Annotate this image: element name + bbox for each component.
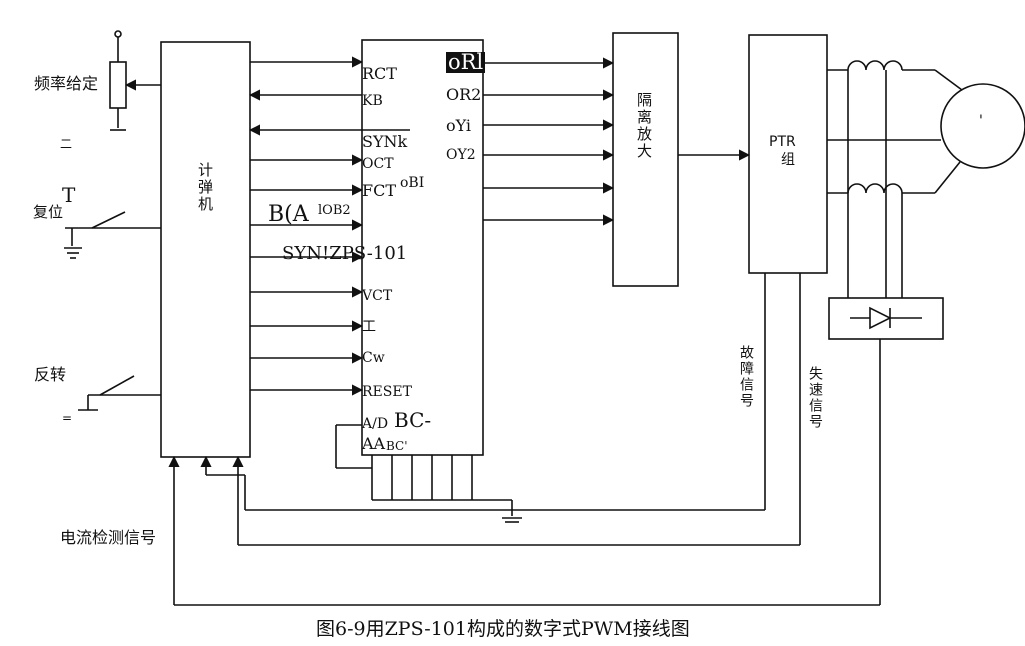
pin-ad-big: BC- [394, 408, 432, 432]
computer-block [160, 41, 251, 458]
bca-sup: lOB2 [318, 203, 351, 218]
isolation-amp-label: 隔离放大 [635, 92, 653, 160]
pin-kb: KB [362, 93, 383, 109]
fault-signal-label: 故障信号 [738, 345, 754, 409]
ptr-group-label: 组 [781, 152, 795, 168]
pin-ad: A/D [362, 416, 389, 432]
motor [940, 83, 1025, 169]
pin-vct: VCT [362, 288, 393, 304]
stall-signal-label: 失速信号 [807, 366, 823, 430]
pin-reset: RESET [362, 384, 412, 400]
current-detect-label: 电流检测信号 [60, 528, 157, 547]
pin-or2: OR2 [446, 85, 482, 104]
reset-label: 复位 [33, 203, 64, 221]
pin-synk: SYNk [362, 132, 408, 151]
rectifier-block [828, 297, 944, 340]
pin-aa-small: BC' [386, 439, 408, 453]
reset-t-label: T [62, 183, 76, 207]
pin-orl: oRl [446, 50, 486, 74]
pin-fct: FCT [362, 181, 397, 200]
dash-label-b: = [62, 411, 73, 425]
pin-rct: RCT [362, 64, 397, 83]
motor-mark: ' [979, 113, 983, 129]
pin-oct: OCT [362, 156, 394, 172]
pin-oy2: OY2 [446, 147, 476, 163]
pin-gong: 工 [362, 319, 376, 335]
bca-label: B(A [268, 202, 309, 227]
dash-label-a: 二 [60, 137, 73, 151]
ptr-label: PTR [769, 134, 796, 150]
syn-zps-label: SYN!ZPS-101 [282, 243, 408, 264]
pin-cw: Cw [362, 350, 385, 366]
computer-label: 计弹机 [196, 162, 214, 213]
pin-oyi: oYi [446, 116, 472, 135]
figure-caption: 图6-9用ZPS-101构成的数字式PWM接线图 [316, 618, 690, 640]
freq-set-label: 频率给定 [34, 74, 99, 93]
pin-fct-sup: oBI [400, 175, 425, 191]
zps101-block [361, 39, 484, 456]
pin-aa: AA [362, 434, 386, 453]
reverse-label: 反转 [34, 365, 67, 384]
